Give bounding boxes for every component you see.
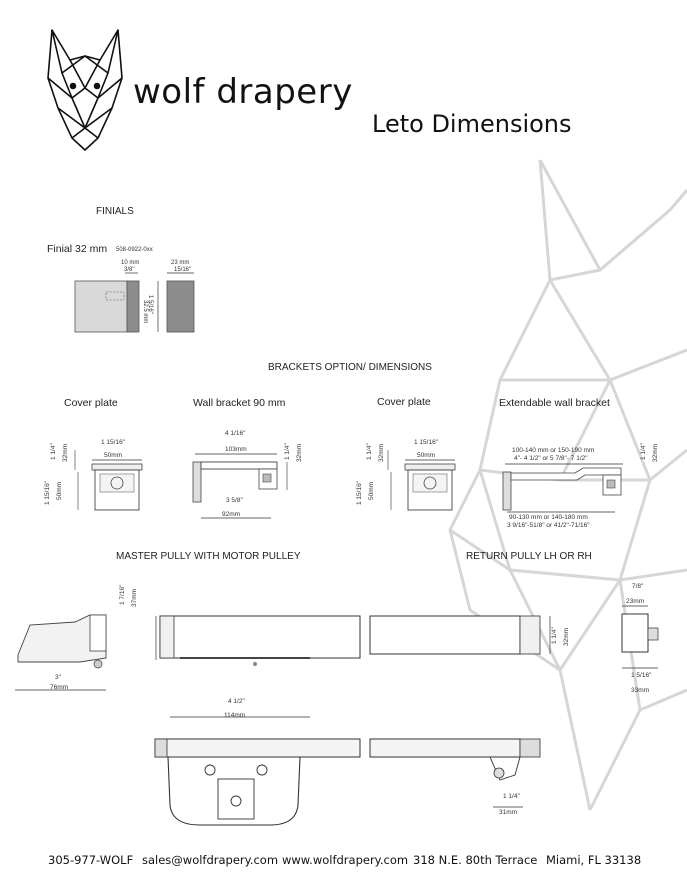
endcap-top-mm: 23mm [626, 598, 645, 605]
cover-plate-2-label: Cover plate [377, 396, 431, 408]
bottom-width-mm: 114mm [224, 712, 246, 719]
finial-code: 508-0922-0xx [116, 247, 153, 253]
finial-width-mm: 10 mm [121, 260, 140, 266]
cp1-height-mm: 32mm [62, 443, 69, 462]
finial-label: Finial 32 mm [47, 243, 108, 255]
motor-side-drawing [15, 614, 107, 691]
motor-width-mm: 76mm [50, 684, 69, 691]
return-pulley-title: RETURN PULLY LH OR RH [466, 551, 592, 562]
cover-plate-1-drawing [74, 450, 143, 511]
cp2-side-in: 1 15/16" [356, 481, 363, 505]
finial-drawing [74, 272, 195, 333]
wb-bottom-mm: 92mm [222, 511, 241, 518]
page-title: Leto Dimensions [372, 110, 572, 138]
footer-phone: 305-977-WOLF [48, 853, 134, 867]
extendable-bracket-label: Extendable wall bracket [499, 397, 610, 409]
cp2-width-mm: 50mm [417, 452, 436, 459]
master-height-in: 1 7/16" [119, 584, 126, 605]
footer-website[interactable]: www.wolfdrapery.com [282, 853, 409, 867]
extendable-bracket-drawing [502, 463, 623, 513]
cover-plate-1-label: Cover plate [64, 397, 118, 409]
endcap-drawing [621, 605, 659, 669]
wb-top-mm: 103mm [225, 446, 247, 453]
footer-city: Miami, FL 33138 [546, 853, 642, 867]
bottom-right-mm: 31mm [499, 809, 518, 816]
wb-bottom-in: 3 5/8" [226, 497, 243, 504]
wolf-logo-icon [47, 29, 123, 151]
return-bottom-drawing [369, 738, 541, 808]
endcap-bottom-mm: 33mm [631, 687, 650, 694]
endcap-bottom-in: 1 5/16" [631, 672, 652, 679]
master-bottom-drawing [154, 716, 361, 826]
return-height-in: 1 1/4" [551, 627, 558, 644]
endcap-top-in: 7/8" [632, 583, 644, 590]
ext-top-line2: 4"- 4 1/2" or 5 7/8"- 7 1/2" [514, 455, 588, 462]
footer-email[interactable]: sales@wolfdrapery.com [142, 853, 279, 867]
ext-top-line1: 100-140 mm or 150-190 mm [512, 447, 595, 454]
return-height-mm: 32mm [563, 627, 570, 646]
cp1-side-mm: 50mm [56, 481, 63, 500]
finials-section-title: FINIALS [96, 206, 134, 217]
master-pulley-title: MASTER PULLY WITH MOTOR PULLEY [116, 551, 301, 562]
footer-address: 318 N.E. 80th Terrace [413, 853, 538, 867]
cp2-side-mm: 50mm [368, 481, 375, 500]
brackets-section-title: BRACKETS OPTION/ DIMENSIONS [268, 362, 432, 373]
cover-plate-2-drawing [387, 450, 456, 511]
wall-bracket-label: Wall bracket 90 mm [193, 397, 286, 409]
ext-bottom-line1: 90-130 mm or 140-180 mm [509, 514, 588, 521]
finial-depth-mm: 23 mm [171, 260, 190, 266]
return-rail-drawing [369, 615, 551, 655]
cp1-side-in: 1 15/16" [44, 481, 51, 505]
wall-bracket-drawing [192, 453, 288, 519]
finial-depth-in: 15/16" [174, 267, 192, 273]
motor-width-in: 3" [55, 674, 61, 681]
cp1-width-mm: 50mm [104, 452, 123, 459]
master-height-mm: 37mm [131, 588, 138, 607]
cp1-height-in: 1 1/4" [50, 443, 57, 460]
finial-width-in: 3/8" [124, 267, 135, 273]
bottom-width-in: 4 1/2" [228, 698, 245, 705]
ext-right-in: 1 1/4" [640, 443, 647, 460]
master-rail-drawing [155, 615, 361, 666]
cp2-width-in: 1 15/16" [414, 439, 438, 446]
cp2-height-in: 1 1/4" [366, 443, 373, 460]
cp1-width-in: 1 15/16" [101, 439, 125, 446]
wb-top-in: 4 1/16" [225, 430, 246, 437]
brand-name: wolf drapery [133, 72, 353, 112]
wb-right-mm: 32mm [296, 443, 303, 462]
ext-bottom-line2: 3 9/16"-51/8" or 41/2"-71/16" [507, 522, 590, 529]
ext-right-mm: 32mm [652, 443, 659, 462]
bottom-right-in: 1 1/4" [503, 793, 520, 800]
